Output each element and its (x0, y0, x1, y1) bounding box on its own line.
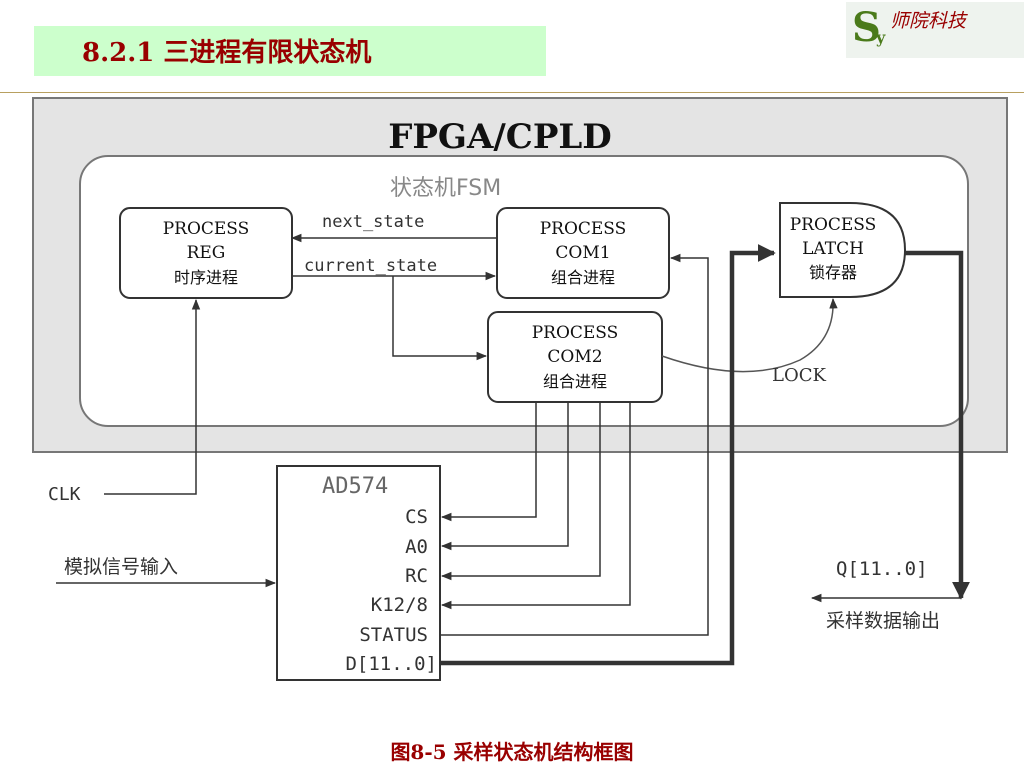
com1-line2: COM1 (555, 243, 610, 263)
process-com2: PROCESS COM2 组合进程 (487, 311, 663, 403)
header-divider (0, 92, 1024, 93)
cs-line (440, 402, 537, 522)
rc-line (440, 402, 601, 581)
status-line (440, 253, 709, 636)
logo-letter-y: y (876, 28, 886, 47)
pin-status: STATUS (359, 624, 428, 646)
pin-rc: RC (405, 565, 428, 587)
reg-line1: PROCESS (163, 219, 250, 239)
logo-text: 师院科技 (890, 10, 967, 32)
current-state-label: current_state (304, 256, 437, 276)
fpga-title: FPGA/CPLD (388, 117, 612, 157)
process-reg: PROCESS REG 时序进程 (119, 207, 293, 299)
pin-cs: CS (405, 506, 428, 528)
latch-line1: PROCESS (790, 215, 877, 235)
ad574-chip: AD574 CS A0 RC K12/8 STATUS D[11..0] (276, 465, 441, 681)
com2-line2: COM2 (547, 347, 602, 367)
pin-data: D[11..0] (345, 653, 437, 675)
sample-output-label: 采样数据输出 (826, 610, 940, 632)
clk-arrow (104, 298, 201, 495)
latch-line2: LATCH (802, 239, 864, 259)
com1-line3: 组合进程 (551, 268, 615, 287)
pin-a0: A0 (405, 536, 428, 558)
ad574-name: AD574 (322, 474, 388, 499)
page-title: 8.2.1 三进程有限状态机 (82, 38, 372, 68)
title-banner (34, 26, 546, 76)
data-bus (440, 244, 776, 666)
reg-line3: 时序进程 (174, 268, 238, 287)
com1-line1: PROCESS (540, 219, 627, 239)
process-com1: PROCESS COM1 组合进程 (496, 207, 670, 299)
clk-label: CLK (48, 484, 81, 505)
lock-label: LOCK (772, 365, 826, 386)
analog-input-label: 模拟信号输入 (64, 556, 178, 578)
q-label: Q[11..0] (836, 558, 928, 580)
lock-arrow (661, 297, 838, 373)
k12-line (440, 402, 631, 610)
logo-letter-s: S (852, 4, 881, 51)
com2-line3: 组合进程 (543, 372, 607, 391)
reg-line2: REG (187, 243, 226, 263)
latch-line3: 锁存器 (809, 263, 857, 282)
figure-caption: 图8-5 采样状态机结构框图 (390, 740, 634, 764)
current-state-branch (392, 276, 488, 361)
com2-line1: PROCESS (532, 323, 619, 343)
a0-line (440, 402, 569, 551)
pin-k12-8: K12/8 (371, 594, 428, 616)
latch-output-bus (905, 250, 970, 600)
logo-area (846, 2, 1024, 58)
fsm-label: 状态机FSM (390, 176, 501, 201)
process-latch: PROCESS LATCH 锁存器 (779, 202, 907, 298)
next-state-label: next_state (322, 212, 424, 232)
